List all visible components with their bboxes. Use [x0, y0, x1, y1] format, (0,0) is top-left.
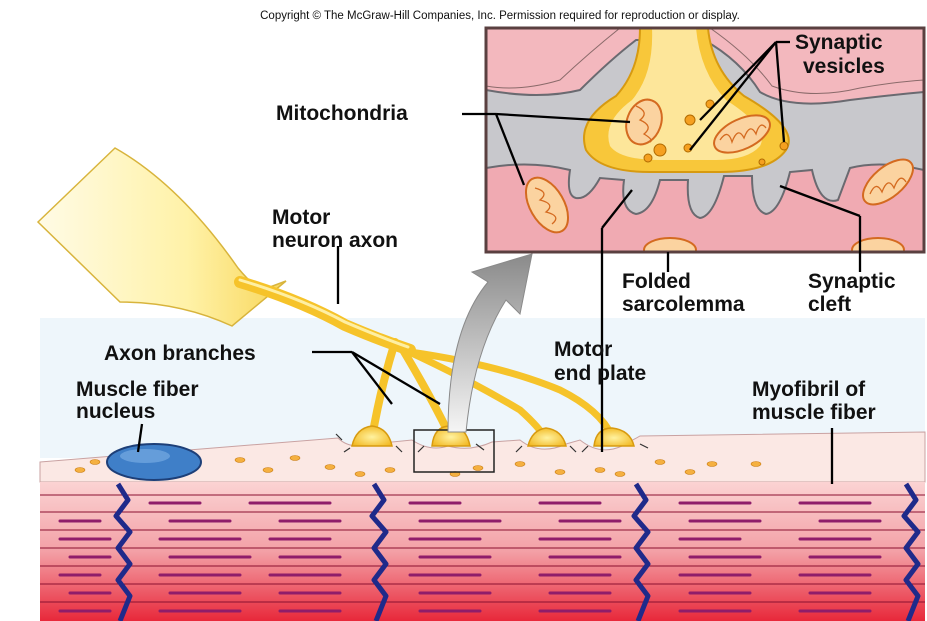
label-motor-end-plate-line1: Motor [554, 338, 612, 361]
motor-neuron-axon-body [38, 148, 286, 326]
label-motor-end-plate-line2: end plate [554, 362, 646, 385]
label-folded-sarcolemma: Folded sarcolemma [622, 270, 745, 316]
label-myofibril-line1: Myofibril of [752, 378, 866, 401]
label-synaptic-vesicles-line2: vesicles [803, 55, 885, 78]
label-muscle-fiber-nucleus-line1: Muscle fiber [76, 378, 199, 401]
label-myofibril-line2: muscle fiber [752, 401, 876, 424]
label-myofibril: Myofibril of muscle fiber [752, 378, 876, 424]
label-mitochondria-line1: Mitochondria [276, 102, 408, 125]
label-synaptic-vesicles: Synaptic vesicles [795, 31, 888, 78]
label-mitochondria: Mitochondria [276, 102, 408, 125]
nucleus-highlight [120, 449, 170, 463]
label-axon-branches: Axon branches [104, 342, 256, 365]
label-axon-branches-line1: Axon branches [104, 342, 256, 365]
label-folded-sarcolemma-line2: sarcolemma [622, 293, 745, 316]
label-synaptic-cleft-line1: Synaptic [808, 270, 896, 293]
label-motor-neuron-axon: Motor neuron axon [272, 206, 398, 252]
label-synaptic-cleft-line2: cleft [808, 293, 851, 316]
myofibril-block [40, 482, 925, 621]
label-synaptic-vesicles-line1: Synaptic [795, 31, 883, 54]
label-motor-neuron-axon-line1: Motor [272, 206, 330, 229]
label-folded-sarcolemma-line1: Folded [622, 270, 691, 293]
label-muscle-fiber-nucleus-line2: nucleus [76, 400, 155, 423]
label-synaptic-cleft: Synaptic cleft [808, 270, 901, 316]
label-motor-neuron-axon-line2: neuron axon [272, 229, 398, 252]
copyright-text: Copyright © The McGraw-Hill Companies, I… [260, 10, 740, 22]
